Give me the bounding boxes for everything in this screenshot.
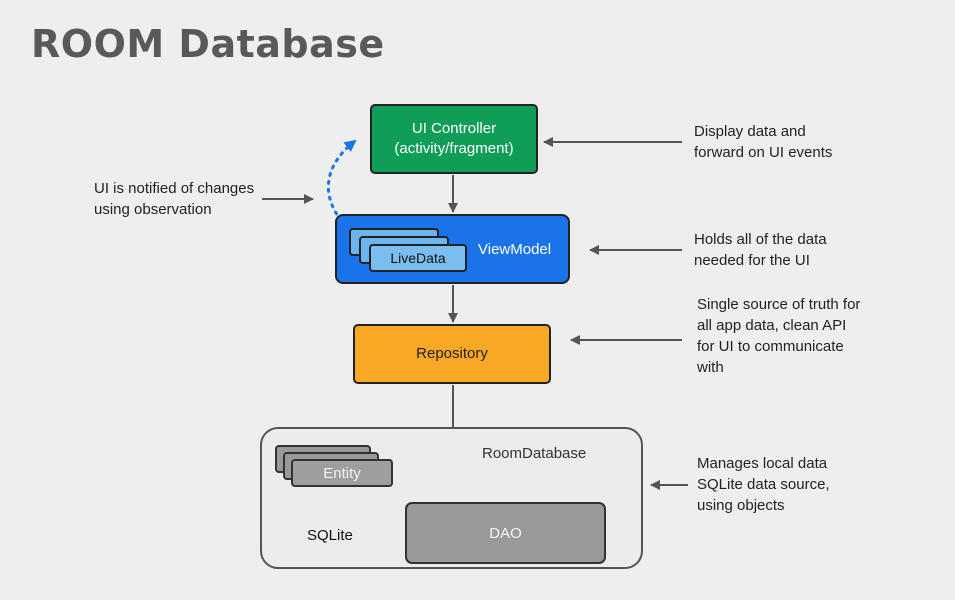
note-room: Manages local data SQLite data source, u… (697, 455, 830, 514)
note-repository: Single source of truth for all app data,… (697, 296, 861, 376)
room-database-label: RoomDatabase (482, 445, 587, 462)
diagram-title: ROOM Database (31, 22, 385, 66)
note-ui-controller: Display data and forward on UI events (694, 123, 833, 161)
ui-controller-box: UI Controller (activity/fragment) (370, 104, 538, 174)
entity-box: Entity (291, 459, 393, 487)
livedata-box: LiveData (369, 244, 467, 272)
dao-box: DAO (405, 502, 606, 564)
note-observation: UI is notified of changes using observat… (94, 180, 255, 218)
room-database-container: RoomDatabase Entity DAO (260, 427, 643, 569)
note-viewmodel: Holds all of the data needed for the UI (694, 231, 827, 269)
repository-box: Repository (353, 324, 551, 384)
viewmodel-box: LiveData ViewModel (335, 214, 570, 284)
sqlite-label: SQLite (307, 527, 353, 544)
viewmodel-label: ViewModel (478, 241, 552, 258)
